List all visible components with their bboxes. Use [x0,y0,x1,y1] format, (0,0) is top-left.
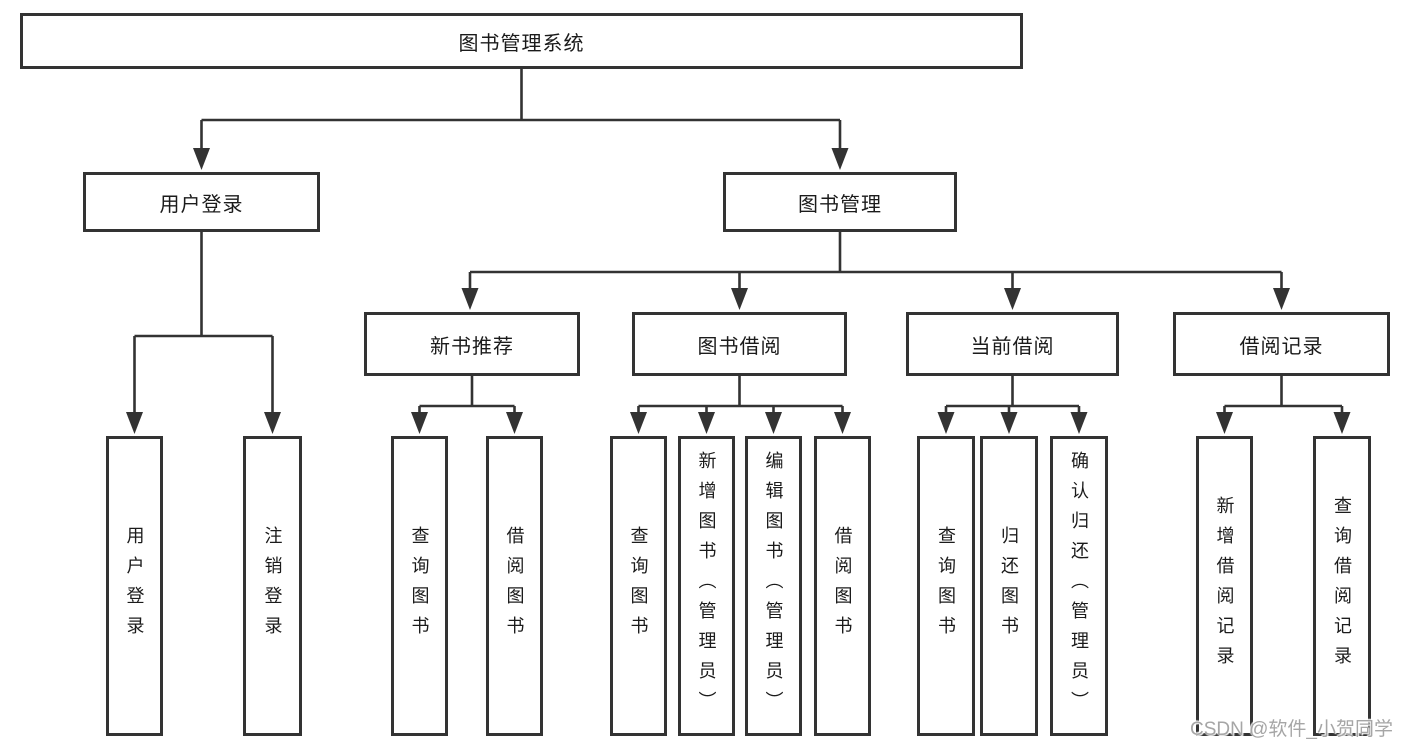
node-book-borrowing-label: 图书借阅 [697,335,782,358]
leaf-logout: 注销登录 [243,436,302,736]
leaf-add-borrow-record-label: 新增借阅记录 [1214,496,1235,676]
leaf-query-borrow-record: 查询借阅记录 [1313,436,1371,736]
leaf-add-books-admin: 新增图书（管理员） [678,436,735,736]
leaf-query-books-borrowing-label: 查询图书 [628,526,649,646]
node-current-borrowing-label: 当前借阅 [970,335,1055,358]
leaf-query-borrow-record-label: 查询借阅记录 [1332,496,1352,676]
node-user-login-module: 用户登录 [83,172,320,232]
node-borrowing-records: 借阅记录 [1173,312,1390,376]
node-root: 图书管理系统 [20,13,1023,69]
leaf-query-books-current: 查询图书 [917,436,975,736]
leaf-borrow-books-recommend: 借阅图书 [486,436,543,736]
leaf-edit-books-admin: 编辑图书（管理员） [745,436,802,736]
leaf-confirm-return-admin: 确认归还（管理员） [1050,436,1108,736]
leaf-query-books-current-label: 查询图书 [936,526,956,646]
node-book-management-module: 图书管理 [723,172,957,232]
leaf-edit-books-admin-label: 编辑图书（管理员） [763,451,784,721]
leaf-user-login: 用户登录 [106,436,163,736]
node-root-label: 图书管理系统 [458,32,585,55]
leaf-query-books-recommend-label: 查询图书 [409,526,430,646]
leaf-logout-label: 注销登录 [262,526,283,646]
leaf-query-books-recommend: 查询图书 [391,436,448,736]
leaf-add-borrow-record: 新增借阅记录 [1196,436,1253,736]
leaf-borrow-books-recommend-label: 借阅图书 [504,526,525,646]
node-book-borrowing: 图书借阅 [632,312,847,376]
leaf-add-books-admin-label: 新增图书（管理员） [696,451,717,721]
node-book-management-label: 图书管理 [798,193,882,216]
node-borrowing-records-label: 借阅记录 [1239,335,1324,358]
node-new-book-recommend-label: 新书推荐 [430,335,514,358]
csdn-watermark: CSDN @软件_小贺同学 [1190,719,1393,740]
node-current-borrowing: 当前借阅 [906,312,1119,376]
node-user-login-label: 用户登录 [159,193,244,216]
leaf-return-books-label: 归还图书 [999,526,1019,646]
node-new-book-recommend: 新书推荐 [364,312,580,376]
leaf-return-books: 归还图书 [980,436,1038,736]
leaf-user-login-label: 用户登录 [124,526,145,646]
leaf-query-books-borrowing: 查询图书 [610,436,667,736]
leaf-borrow-books: 借阅图书 [814,436,871,736]
leaf-confirm-return-admin-label: 确认归还（管理员） [1069,451,1089,721]
leaf-borrow-books-label: 借阅图书 [832,526,853,646]
